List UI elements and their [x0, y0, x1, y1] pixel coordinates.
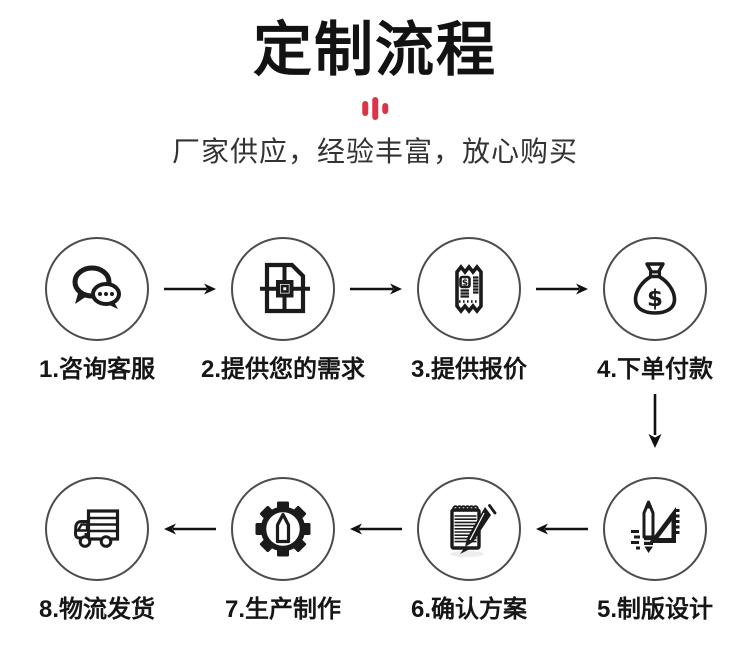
step-7: 7.生产制作 — [225, 477, 341, 623]
step-6-circle — [417, 477, 521, 581]
step-5: 5.制版设计 — [597, 477, 713, 623]
svg-text:$: $ — [647, 286, 663, 312]
step-2-label: 2.提供您的需求 — [200, 356, 366, 383]
step-5-circle — [603, 477, 707, 581]
quote-receipt-icon: $ — [455, 264, 483, 314]
step-2-circle — [231, 237, 335, 341]
arrow-left-icon — [536, 523, 588, 535]
step-7-circle — [231, 477, 335, 581]
step-3-label: 3.提供报价 — [410, 356, 528, 383]
equalizer-bars-icon — [362, 96, 388, 120]
gear-tool-icon — [255, 501, 311, 557]
page-title: 定制流程 — [252, 17, 497, 83]
step-4-circle: $ — [603, 237, 707, 341]
notepad-pen-icon — [450, 504, 497, 557]
step-3: $ 3.提供报价 — [411, 237, 527, 383]
step-8-label: 8.物流发货 — [38, 596, 156, 623]
delivery-truck-icon — [73, 509, 120, 548]
svg-text:$: $ — [462, 279, 468, 289]
step-7-label: 7.生产制作 — [224, 596, 342, 623]
step-1-circle — [45, 237, 149, 341]
step-5-label: 5.制版设计 — [596, 596, 714, 623]
arrow-left-icon — [350, 523, 402, 535]
step-1: 1.咨询客服 — [39, 237, 155, 383]
step-8: 8.物流发货 — [39, 477, 155, 623]
step-6: 6.确认方案 — [411, 477, 527, 623]
arrow-right-icon — [536, 283, 588, 295]
step-4: $ 4.下单付款 — [597, 237, 713, 383]
step-3-circle: $ — [417, 237, 521, 341]
step-1-label: 1.咨询客服 — [38, 356, 156, 383]
chat-bubbles-icon — [72, 265, 121, 309]
step-2: 2.提供您的需求 — [201, 237, 365, 383]
requirements-file-icon — [260, 262, 310, 314]
arrow-down-icon — [648, 394, 662, 448]
arrow-left-icon — [164, 523, 216, 535]
money-bag-icon: $ — [633, 262, 677, 315]
page-subtitle: 厂家供应，经验丰富，放心购买 — [171, 136, 578, 167]
step-8-circle — [45, 477, 149, 581]
step-4-label: 4.下单付款 — [596, 356, 714, 383]
arrow-right-icon — [350, 283, 402, 295]
design-tools-icon — [631, 500, 680, 553]
arrow-right-icon — [164, 283, 216, 295]
step-6-label: 6.确认方案 — [410, 596, 528, 623]
